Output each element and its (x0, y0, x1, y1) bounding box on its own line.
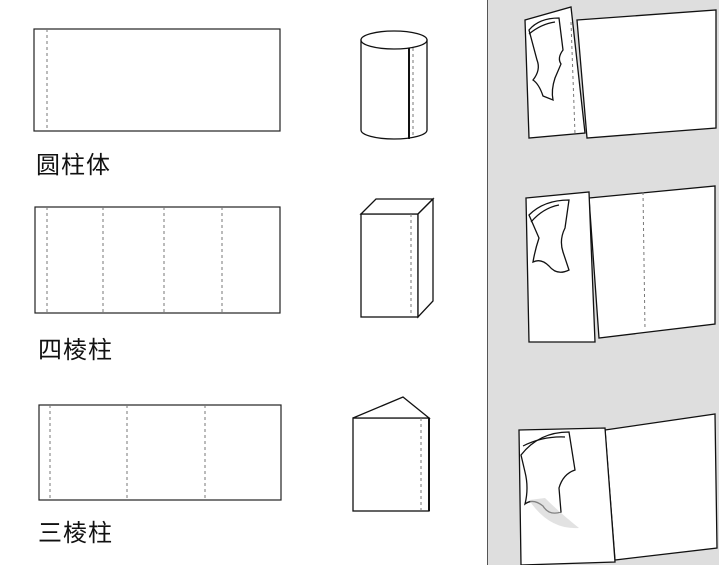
square-prism-shape (359, 197, 435, 319)
popup-card-2 (525, 185, 716, 343)
square-prism-label: 四棱柱 (38, 336, 113, 364)
square-prism-net (34, 206, 281, 314)
cylinder-label: 圆柱体 (36, 151, 111, 179)
left-panel: 圆柱体 四棱柱 三棱柱 (0, 0, 488, 565)
popup-card-1 (524, 6, 717, 139)
net-diagrams (33, 28, 435, 512)
cylinder-shape (360, 30, 428, 140)
cylinder-net (33, 28, 281, 132)
right-panel (489, 0, 719, 565)
card-photos (518, 6, 718, 565)
triangular-prism-net (38, 404, 282, 501)
triangular-prism-label: 三棱柱 (38, 519, 113, 547)
triangular-prism-shape (352, 396, 431, 512)
popup-card-3 (518, 413, 718, 565)
